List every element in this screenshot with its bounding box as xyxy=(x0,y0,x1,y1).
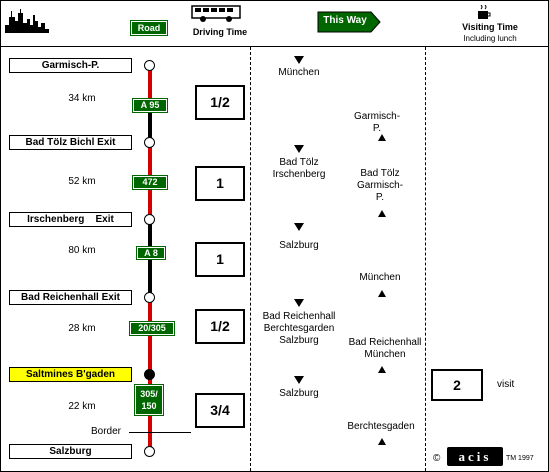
column-divider-1 xyxy=(250,47,251,471)
direction-up: Berchtesgaden xyxy=(347,421,415,432)
stop-label-garmisch: Garmisch-P. xyxy=(9,58,132,73)
arrow-down-icon xyxy=(294,56,304,64)
trademark-year: TM 1997 xyxy=(506,455,534,462)
this-way-arrow-sign xyxy=(317,11,381,33)
stop-label-salzburg: Salzburg xyxy=(9,444,132,459)
arrow-down-icon xyxy=(294,376,304,384)
road-sign-a95: A 95 xyxy=(133,99,167,112)
stop-marker xyxy=(144,214,155,225)
route-line xyxy=(148,102,152,142)
road-sign-20-305: 20/305 xyxy=(130,322,174,335)
arrow-up-icon xyxy=(378,290,386,297)
stop-marker xyxy=(144,60,155,71)
city-skyline-icon xyxy=(5,9,49,33)
arrow-up-icon xyxy=(378,438,386,445)
stop-label-bad-toelz: Bad Tölz Bichl Exit xyxy=(9,135,132,150)
driving-time-box: 1 xyxy=(195,166,245,201)
road-sign-472: 472 xyxy=(133,176,167,189)
direction-down: München xyxy=(278,67,320,78)
coffee-cup-icon xyxy=(478,5,491,19)
copyright-symbol: © xyxy=(433,453,441,464)
direction-down: Salzburg xyxy=(279,240,319,251)
arrow-up-icon xyxy=(378,366,386,373)
direction-up: Bad Tölz Garmisch- P. xyxy=(356,168,404,203)
road-sign-a8: A 8 xyxy=(137,247,165,259)
segment-distance: 28 km xyxy=(68,323,96,334)
direction-up: Garmisch- P. xyxy=(353,111,401,134)
arrow-down-icon xyxy=(294,145,304,153)
road-header-badge: Road xyxy=(131,21,167,35)
stop-label-bad-reichenhall: Bad Reichenhall Exit xyxy=(9,290,132,305)
direction-up: München xyxy=(359,272,401,283)
road-sign-305-150: 305/ 150 xyxy=(135,385,163,415)
direction-down: Salzburg xyxy=(279,388,319,399)
stop-label-irschenberg: Irschenberg Exit xyxy=(9,212,132,227)
border-label: Border xyxy=(90,426,121,437)
visit-label: visit xyxy=(497,379,515,390)
driving-time-header: Driving Time xyxy=(192,27,248,37)
arrow-down-icon xyxy=(294,299,304,307)
stop-label-saltmines: Saltmines B'gaden xyxy=(9,367,132,382)
including-lunch-note: Including lunch xyxy=(463,34,517,43)
driving-time-box: 1/2 xyxy=(195,309,245,344)
driving-time-box: 1 xyxy=(195,242,245,277)
arrow-up-icon xyxy=(378,134,386,141)
driving-time-box: 1/2 xyxy=(195,85,245,120)
stop-marker-current xyxy=(144,369,155,380)
segment-distance: 52 km xyxy=(68,176,96,187)
visiting-time-box: 2 xyxy=(431,369,483,401)
driving-time-box: 3/4 xyxy=(195,393,245,428)
segment-distance: 80 km xyxy=(68,245,96,256)
route-line xyxy=(148,70,152,102)
stop-marker xyxy=(144,446,155,457)
segment-distance: 34 km xyxy=(68,93,96,104)
direction-up: Bad Reichenhall München xyxy=(348,337,422,360)
acis-logo: acis xyxy=(447,447,503,466)
stop-marker xyxy=(144,137,155,148)
direction-down: Bad Reichenhall Berchtesgarden Salzburg xyxy=(262,311,336,346)
this-way-header: This Way xyxy=(323,15,367,26)
stop-marker xyxy=(144,292,155,303)
header-divider xyxy=(1,46,548,47)
border-line xyxy=(129,432,191,433)
column-divider-2 xyxy=(425,47,426,471)
visiting-time-header: Visiting Time xyxy=(462,22,518,32)
bus-icon xyxy=(191,5,241,22)
segment-distance: 22 km xyxy=(68,401,96,412)
direction-down: Bad Tölz Irschenberg xyxy=(272,157,326,180)
arrow-up-icon xyxy=(378,210,386,217)
arrow-down-icon xyxy=(294,223,304,231)
